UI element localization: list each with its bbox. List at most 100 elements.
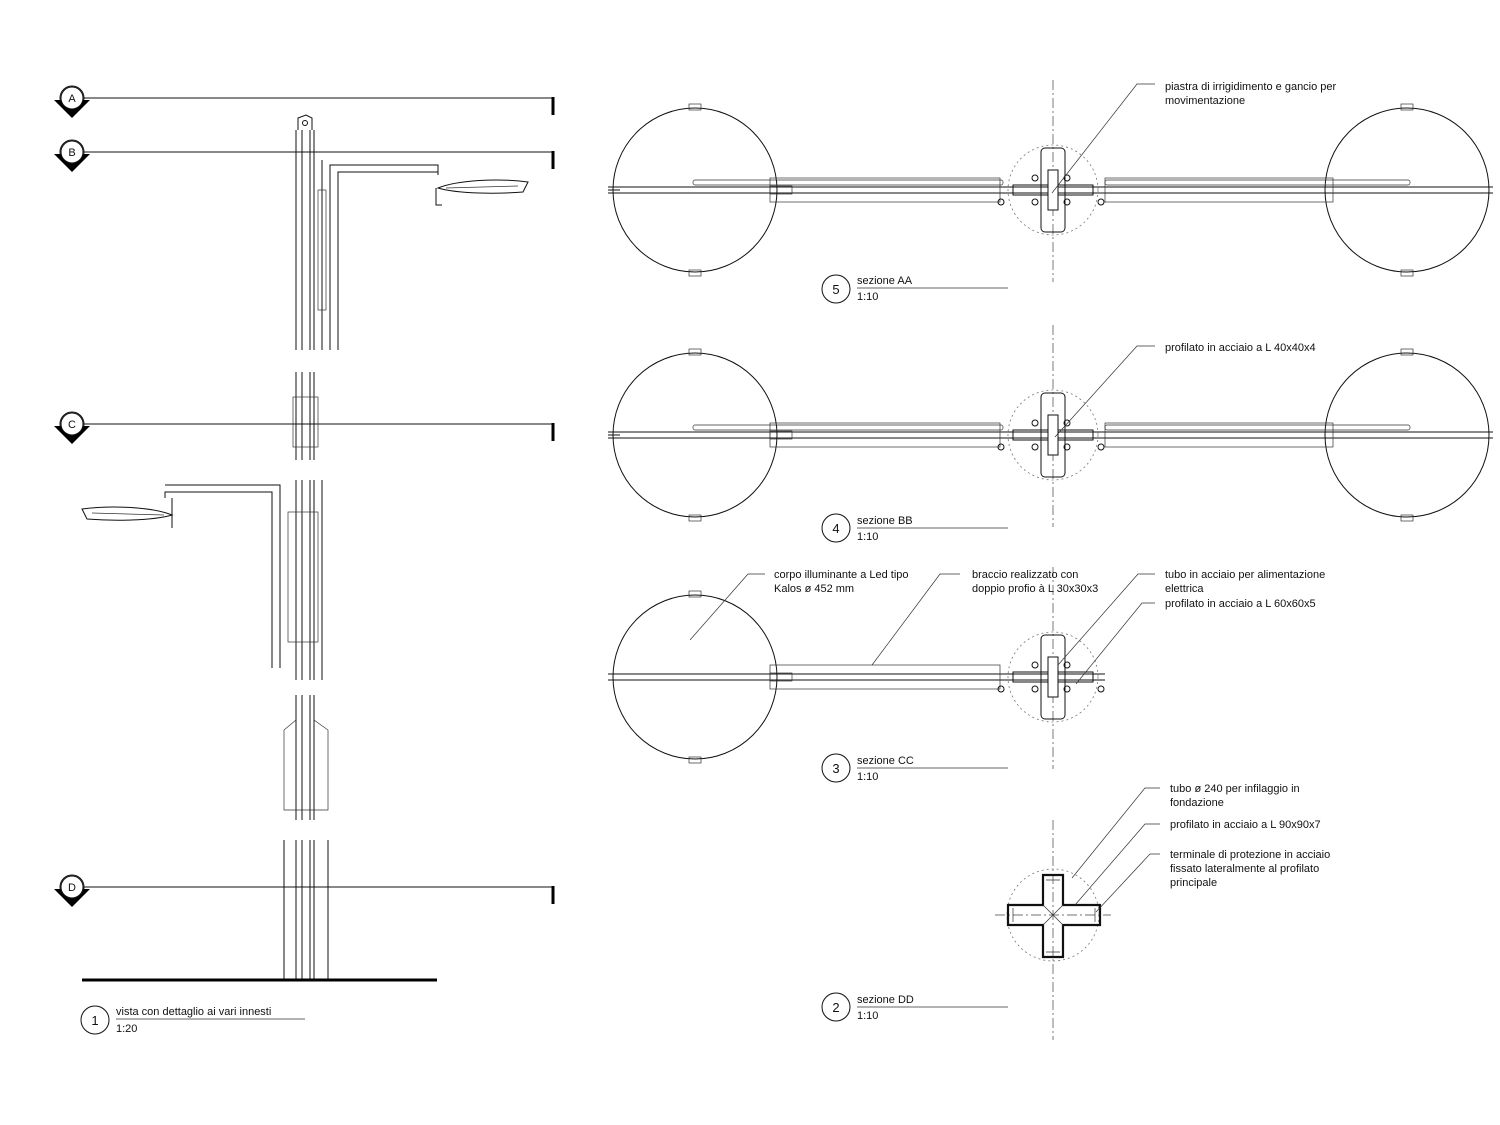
lamp-clip [1400, 348, 1414, 356]
lamp-clip [1400, 103, 1414, 111]
stiffening-plate [1047, 656, 1059, 698]
stiffening-plate [1047, 414, 1059, 456]
annotation-dd-profile: profilato in acciaio a L 90x90x7 [1074, 819, 1321, 906]
lamp-outline-left [612, 107, 778, 273]
svg-text:sezione CC: sezione CC [857, 755, 914, 767]
view-label-2: 2 sezione DD 1:10 [821, 992, 1008, 1022]
svg-text:sezione AA: sezione AA [857, 275, 913, 287]
svg-text:movimentazione: movimentazione [1165, 95, 1245, 107]
bolt-icon [1063, 661, 1071, 669]
lamp-clip [688, 590, 702, 598]
svg-text:5: 5 [832, 282, 839, 297]
arm-end [769, 430, 793, 440]
bolt-icon [1097, 198, 1105, 206]
arm-top-right [1104, 179, 1411, 186]
svg-text:1:10: 1:10 [857, 531, 878, 543]
bolt-icon [1063, 198, 1071, 206]
svg-text:tubo in acciaio per alimentazi: tubo in acciaio per alimentazione [1165, 569, 1325, 581]
arm-end [769, 185, 793, 195]
section-cc-plan [608, 567, 1105, 769]
bolt-icon [1031, 174, 1039, 182]
bolt-icon [1031, 443, 1039, 451]
base-outline [1007, 389, 1099, 481]
bolt-icon [1097, 443, 1105, 451]
lamp-clip [688, 348, 702, 356]
svg-text:Kalos ø 452 mm: Kalos ø 452 mm [774, 583, 854, 595]
section-marker-a: A [53, 85, 555, 119]
bolt-icon [997, 443, 1005, 451]
vertical-profile [1040, 634, 1066, 720]
bolt-icon [1031, 661, 1039, 669]
annotation-cc-arm: braccio realizzato con doppio profio à L… [871, 569, 1098, 666]
view-label-4: 4 sezione BB 1:10 [821, 513, 1008, 543]
annotation-cc-tube: tubo in acciaio per alimentazione elettr… [1057, 569, 1325, 666]
svg-text:sezione DD: sezione DD [857, 994, 914, 1006]
bolt-icon [1031, 685, 1039, 693]
lamp-clip [688, 514, 702, 522]
lamp-clip [1400, 269, 1414, 277]
arm-body-left [769, 177, 1001, 203]
annotation-cc-profile: profilato in acciaio a L 60x60x5 [1075, 598, 1316, 685]
view-label-3: 3 sezione CC 1:10 [821, 753, 1008, 783]
svg-text:piastra di irrigidimento e gan: piastra di irrigidimento e gancio per [1165, 81, 1337, 93]
svg-text:1:10: 1:10 [857, 291, 878, 303]
svg-text:elettrica: elettrica [1165, 583, 1204, 595]
svg-text:braccio realizzato con: braccio realizzato con [972, 569, 1078, 581]
svg-text:fondazione: fondazione [1170, 797, 1224, 809]
arm-top-left [692, 179, 1004, 186]
vertical-profile [1040, 147, 1066, 233]
view-label-5: 5 sezione AA 1:10 [821, 274, 1008, 304]
arm-body-left [769, 422, 1001, 448]
annotation-dd-tube: tubo ø 240 per infilaggio in fondazione [1071, 783, 1300, 879]
section-marker-b: B [53, 139, 555, 173]
bolt-icon [1063, 443, 1071, 451]
plan-sections [608, 80, 1493, 769]
arm-end [769, 672, 793, 682]
svg-text:principale: principale [1170, 877, 1217, 889]
svg-text:1: 1 [91, 1013, 98, 1028]
lamp-clip [688, 269, 702, 277]
bolt-icon [1031, 419, 1039, 427]
svg-text:profilato in acciaio a L 60x60: profilato in acciaio a L 60x60x5 [1165, 598, 1316, 610]
svg-text:fissato lateralmente al profil: fissato lateralmente al profilato [1170, 863, 1319, 875]
arm-top-right [1104, 424, 1411, 431]
arm-top-left [692, 424, 1004, 431]
svg-text:tubo ø 240 per infilaggio in: tubo ø 240 per infilaggio in [1170, 783, 1300, 795]
annotation-aa-plate: piastra di irrigidimento e gancio per mo… [1051, 81, 1337, 194]
svg-text:B: B [68, 147, 75, 159]
bolt-icon [997, 685, 1005, 693]
annotation-cc-lamp: corpo illuminante a Led tipo Kalos ø 452… [689, 569, 909, 641]
svg-text:1:10: 1:10 [857, 771, 878, 783]
bolt-icon [1063, 685, 1071, 693]
bolt-icon [1097, 685, 1105, 693]
svg-text:3: 3 [832, 761, 839, 776]
svg-text:2: 2 [832, 1000, 839, 1015]
svg-text:corpo illuminante a Led tipo: corpo illuminante a Led tipo [774, 569, 909, 581]
section-marker-d: D [53, 874, 555, 908]
svg-text:D: D [68, 882, 76, 894]
arm-body-left [769, 664, 1001, 690]
arm-body-right [1104, 422, 1334, 448]
lamp-outline-left [612, 352, 778, 518]
section-bb-plan [608, 325, 1493, 527]
lamp-clip [688, 756, 702, 764]
lamp-outline-left [612, 594, 778, 760]
bolt-icon [997, 198, 1005, 206]
svg-text:1:10: 1:10 [857, 1010, 878, 1022]
svg-text:A: A [68, 93, 76, 105]
svg-text:profilato in acciaio a L 90x90: profilato in acciaio a L 90x90x7 [1170, 819, 1321, 831]
section-dd-cross [995, 820, 1111, 1040]
annotation-dd-terminal: terminale di protezione in acciaio fissa… [1095, 849, 1330, 913]
arm-body-right [1104, 177, 1334, 203]
section-marker-c: C [53, 411, 555, 445]
lamp-clip [688, 103, 702, 111]
lamp-outline-right [1324, 352, 1490, 518]
svg-text:terminale di protezione in acc: terminale di protezione in acciaio [1170, 849, 1330, 861]
view-label-1: 1 vista con dettaglio ai vari innesti 1:… [80, 1005, 305, 1035]
annotation-bb-profile: profilato in acciaio a L 40x40x4 [1054, 342, 1316, 438]
stiffening-plate [1047, 169, 1059, 211]
bolt-icon [1063, 419, 1071, 427]
pole-elevation [81, 114, 529, 982]
